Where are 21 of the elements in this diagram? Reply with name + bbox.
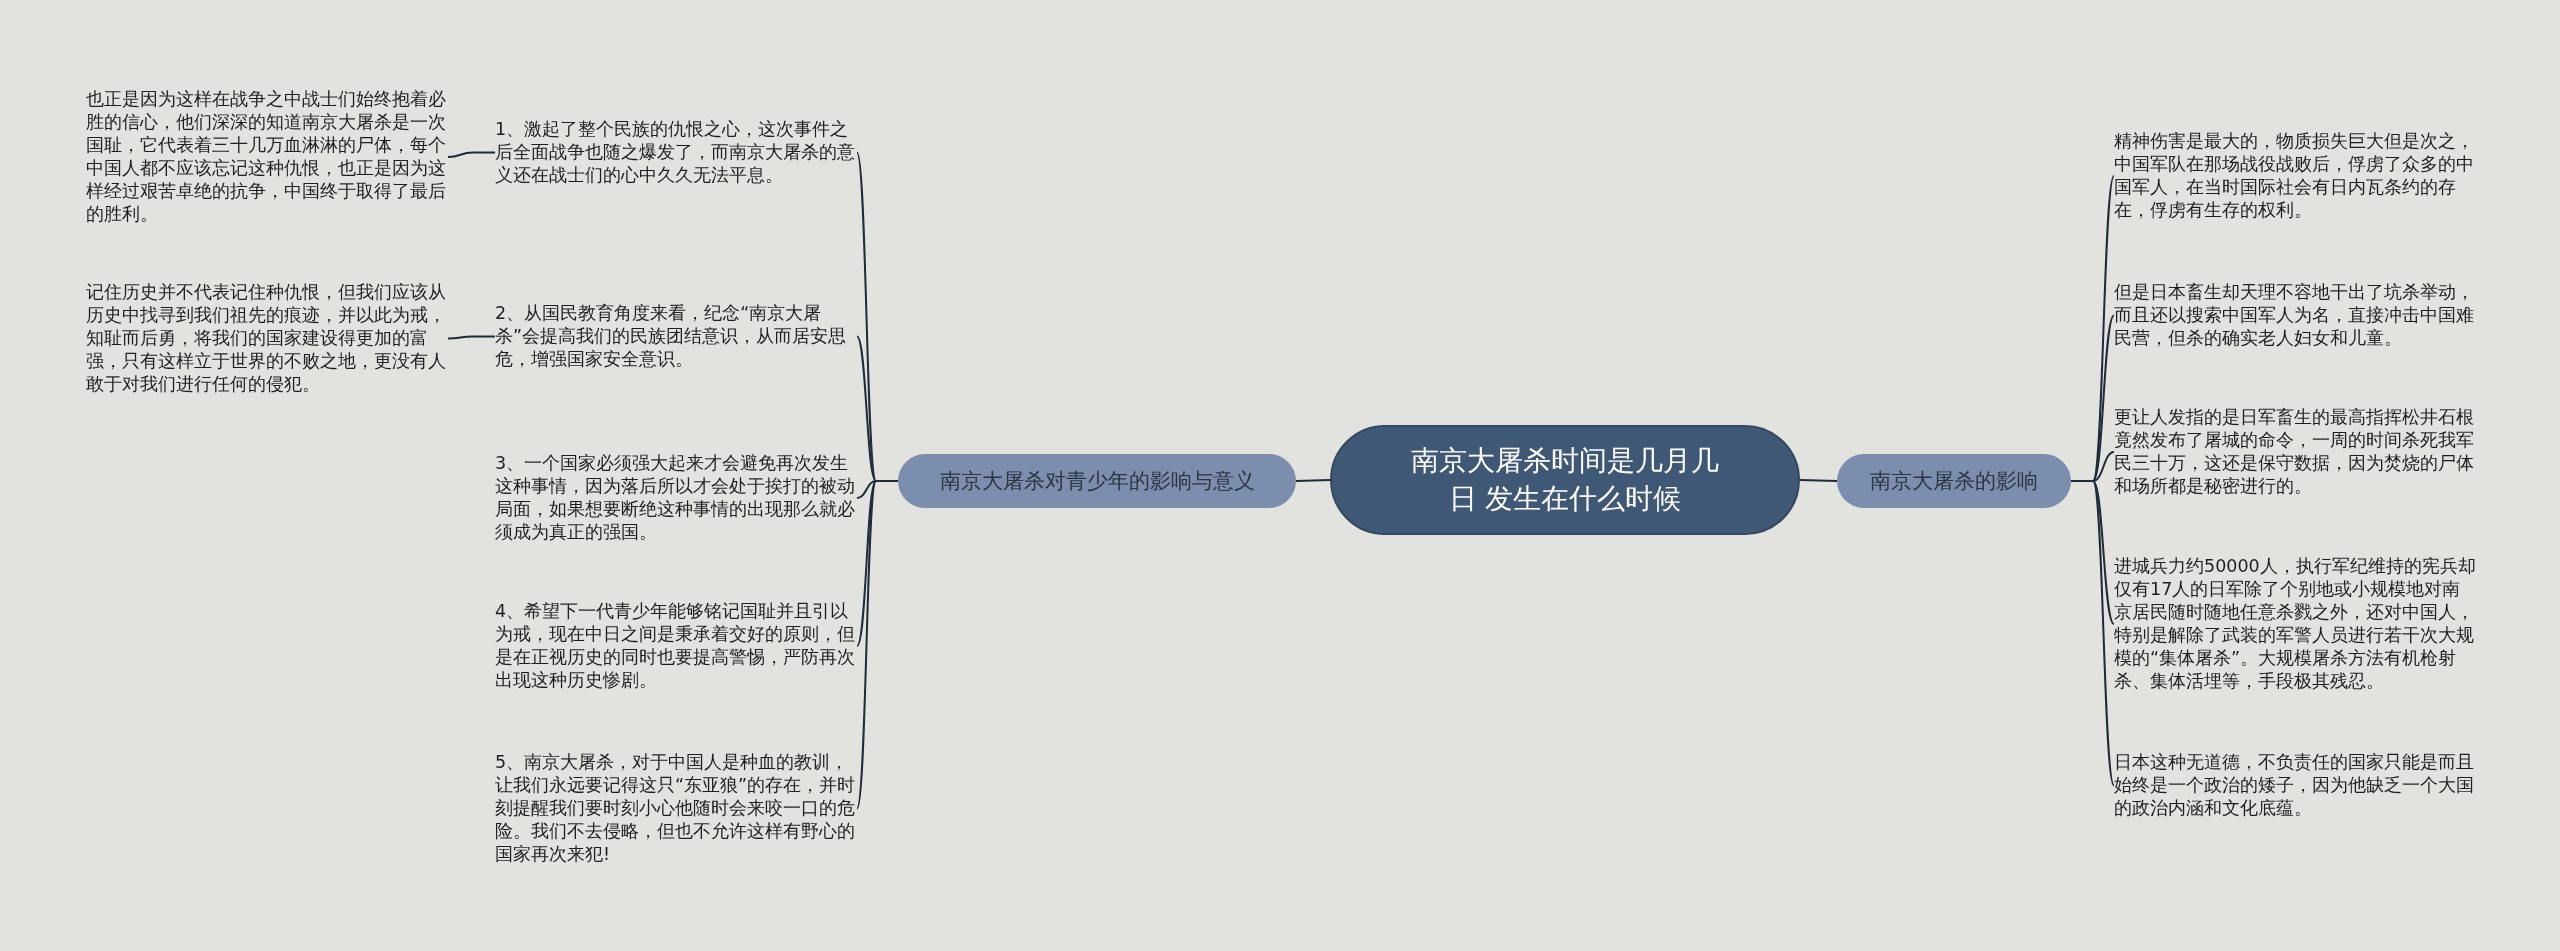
connector-line [2070, 480, 2115, 787]
note-text: 但是日本畜生却天理不容地干出了坑杀举动，而且还以搜索中国军人为名，直接冲击中国难民营，但杀的确实老人妇女和儿童。 [2114, 281, 2476, 350]
note-text: 2、从国民教育角度来看，纪念“南京大屠杀”会提高我们的民族团结意识，从而居安思危，增强国家安全意识。 [495, 302, 857, 371]
note-text: 4、希望下一代青少年能够铭记国耻并且引以为戒，现在中日之间是秉承着交好的原则，但是在正视历史的同时也要提高警惕，严防再次出现这种历史惨剧。 [495, 600, 857, 692]
subtopic-pill: 南京大屠杀的影响 [1837, 454, 2071, 508]
connector-line [1799, 479, 1838, 482]
topic-pill: 南京大屠杀时间是几月几日 发生在什么时候 [1330, 425, 1800, 535]
note-text: 进城兵力约50000人，执行军纪维持的宪兵却仅有17人的日军除了个别地或小规模地对南京居民随时随地任意杀戮之外，还对中国人，特别是解除了武装的军警人员进行若干次大规模的“集体屠杀”。大规模屠杀方法有机枪射杀、集体活埋等，手段极其残忍。 [2114, 555, 2476, 693]
note-text: 记住历史并不代表记住种仇恨，但我们应该从历史中找寻到我们祖先的痕迹，并以此为戒，知耻而后勇，将我们的国家建设得更加的富强，只有这样立于世界的不败之地，更没有人敢于对我们进行任何的侵犯。 [86, 281, 448, 396]
note-text: 日本这种无道德，不负责任的国家只能是而且始终是一个政治的矮子，因为他缺乏一个大国的政治内涵和文化底蕴。 [2114, 751, 2476, 820]
note-text: 精神伤害是最大的，物质损失巨大但是次之，中国军队在那场战役战败后，俘虏了众多的中国军人，在当时国际社会有日内瓦条约的存在，俘虏有生存的权利。 [2114, 130, 2476, 222]
note-text: 也正是因为这样在战争之中战士们始终抱着必胜的信心，他们深深的知道南京大屠杀是一次国耻，它代表着三十几万血淋淋的尸体，每个中国人都不应该忘记这种仇恨，也正是因为这样经过艰苦卓绝的抗争，中国终于取得了最后的胜利。 [86, 88, 448, 226]
note-text: 3、一个国家必须强大起来才会避免再次发生这种事情，因为落后所以才会处于挨打的被动局面，如果想要断绝这种事情的出现那么就必须成为真正的强国。 [495, 452, 857, 544]
note-text: 更让人发指的是日军畜生的最高指挥松井石根竟然发布了屠城的命令，一周的时间杀死我军民三十万，这还是保守数据，因为焚烧的尸体和场所都是秘密进行的。 [2114, 406, 2476, 498]
connector-line [447, 335, 496, 340]
note-text: 1、激起了整个民族的仇恨之心，这次事件之后全面战争也随之爆发了，而南京大屠杀的意义还在战士们的心中久久无法平息。 [495, 118, 857, 187]
connector-line [856, 480, 899, 810]
subtopic-pill: 南京大屠杀对青少年的影响与意义 [898, 454, 1296, 508]
note-text: 5、南京大屠杀，对于中国人是种血的教训，让我们永远要记得这只“东亚狼”的存在，并时刻提醒我们要时刻小心他随时会来咬一口的危险。我们不去侵略，但也不允许这样有野心的国家再次来犯! [495, 751, 857, 866]
connector-line [1295, 479, 1331, 482]
connector-line [447, 151, 496, 158]
